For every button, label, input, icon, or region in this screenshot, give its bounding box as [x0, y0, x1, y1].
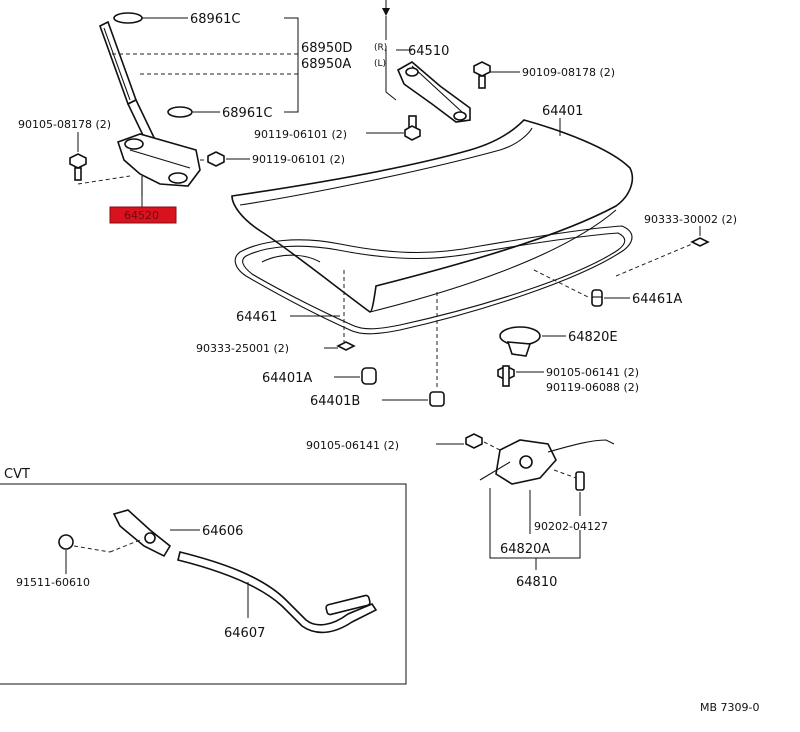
- label-64607: 64607: [224, 626, 265, 641]
- label-68950d: 68950D: [301, 41, 352, 56]
- bolt-hinge-left[interactable]: [69, 153, 87, 181]
- label-64606: 64606: [202, 524, 243, 539]
- label-90105-06141-lock: 90105-06141 (2): [306, 439, 399, 452]
- screw-lock[interactable]: [575, 471, 585, 491]
- label-90333-30002: 90333-30002 (2): [644, 213, 737, 226]
- figure-code: MB 7309-0: [700, 701, 760, 714]
- bolt-upper-mid[interactable]: [404, 115, 421, 141]
- gas-spring-stay[interactable]: [99, 12, 193, 156]
- cushion[interactable]: [591, 289, 603, 307]
- bolt-lower-mid[interactable]: [207, 151, 225, 167]
- label-90119-06088: 90119-06088 (2): [546, 381, 639, 394]
- cvt-title: CVT: [4, 467, 30, 482]
- cvt-grommet[interactable]: [58, 534, 74, 550]
- label-64510: 64510: [408, 44, 449, 59]
- label-rh-note: (R): [374, 43, 387, 53]
- bolt-lock[interactable]: [465, 433, 483, 449]
- highlight-box-64520[interactable]: [109, 206, 177, 224]
- label-90105-08178: 90105-08178 (2): [18, 118, 111, 131]
- label-64810: 64810: [516, 575, 557, 590]
- right-hinge[interactable]: [396, 61, 471, 123]
- label-90119-06101-lower: 90119-06101 (2): [252, 153, 345, 166]
- label-64520-highlight: 64520: [124, 209, 159, 222]
- stop-b[interactable]: [429, 391, 445, 407]
- cvt-frame: [0, 483, 407, 685]
- label-91511-60610: 91511-60610: [16, 576, 90, 589]
- label-90119-06101-upper: 90119-06101 (2): [254, 128, 347, 141]
- label-64461: 64461: [236, 310, 277, 325]
- label-68961c-top: 68961C: [190, 12, 240, 27]
- stop-a[interactable]: [361, 367, 377, 385]
- trunk-lid[interactable]: [231, 119, 634, 313]
- label-64820a: 64820A: [500, 542, 550, 557]
- cvt-lever[interactable]: [112, 509, 172, 558]
- label-68950a: 68950A: [301, 57, 351, 72]
- weatherstrip[interactable]: [234, 225, 633, 335]
- cvt-cable[interactable]: [177, 551, 378, 634]
- label-64401b: 64401B: [310, 394, 360, 409]
- label-90333-25001: 90333-25001 (2): [196, 342, 289, 355]
- label-90109-08178: 90109-08178 (2): [522, 66, 615, 79]
- plug-right[interactable]: [690, 237, 710, 247]
- label-64461a: 64461A: [632, 292, 682, 307]
- label-90202-04127: 90202-04127: [534, 520, 608, 533]
- striker-cover[interactable]: [499, 326, 541, 357]
- label-90105-06141-striker: 90105-06141 (2): [546, 366, 639, 379]
- bolt-hinge-right[interactable]: [473, 61, 491, 89]
- plug-left[interactable]: [336, 341, 356, 351]
- label-64401: 64401: [542, 104, 583, 119]
- lock-assembly[interactable]: [479, 439, 615, 485]
- bolt-striker[interactable]: [497, 365, 515, 387]
- label-68961c-bottom: 68961C: [222, 106, 272, 121]
- label-64401a: 64401A: [262, 371, 312, 386]
- label-lh-note: (L): [374, 59, 386, 69]
- label-64820e: 64820E: [568, 330, 618, 345]
- left-hinge[interactable]: [116, 133, 201, 196]
